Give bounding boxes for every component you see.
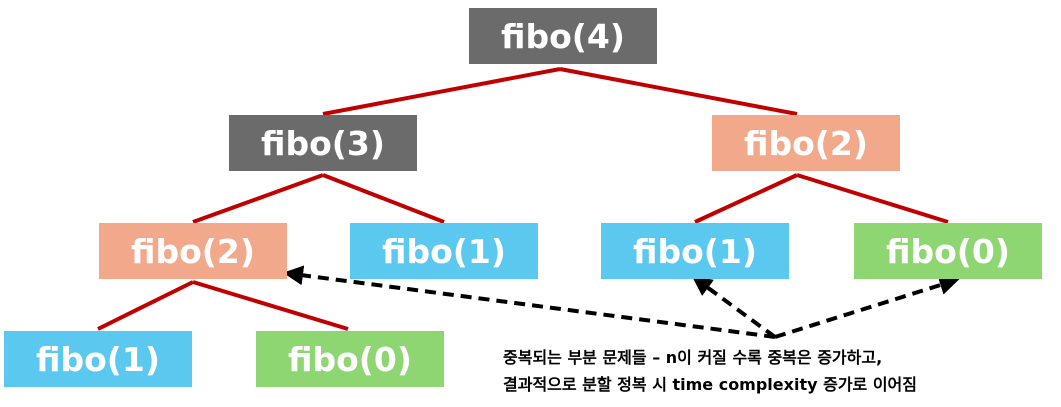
overlap-arrows bbox=[283, 265, 960, 339]
tree-edges bbox=[97, 67, 949, 331]
node-fibo4-root: fibo(4) bbox=[469, 8, 657, 64]
caption-line-1: 중복되는 부분 문제들 – n이 커질 수록 중복은 증가하고, bbox=[503, 348, 883, 367]
arrow-to-fibo2-left bbox=[283, 265, 776, 339]
node-label: fibo(2) bbox=[131, 231, 255, 271]
node-fibo1-right: fibo(1) bbox=[601, 223, 789, 279]
node-label: fibo(0) bbox=[288, 339, 412, 379]
node-fibo2-left: fibo(2) bbox=[99, 223, 287, 279]
arrow-to-fibo1-right bbox=[691, 276, 777, 339]
edge-fibo4-fibo3 bbox=[322, 67, 561, 116]
node-fibo1-mid: fibo(1) bbox=[350, 223, 538, 279]
node-fibo2-right: fibo(2) bbox=[712, 115, 900, 171]
node-fibo0-right: fibo(0) bbox=[854, 223, 1042, 279]
edge-fibo2-left-fibo0-bottom bbox=[192, 280, 349, 331]
edge-fibo2-left-fibo1-bottom bbox=[97, 280, 194, 331]
edge-fibo2-right-fibo1 bbox=[694, 173, 798, 224]
node-label: fibo(1) bbox=[633, 231, 757, 271]
node-fibo0-bottom: fibo(0) bbox=[256, 331, 444, 387]
node-fibo1-bottom: fibo(1) bbox=[4, 331, 192, 387]
node-label: fibo(0) bbox=[886, 231, 1010, 271]
caption-line-2: 결과적으로 분할 정복 시 time complexity 증가로 이어짐 bbox=[503, 375, 917, 394]
edge-fibo2-right-fibo0 bbox=[796, 173, 949, 224]
node-label: fibo(1) bbox=[382, 231, 506, 271]
arrow-to-fibo0-right bbox=[774, 275, 960, 339]
edge-fibo4-fibo2-right bbox=[559, 67, 798, 116]
node-fibo3: fibo(3) bbox=[229, 115, 417, 171]
edge-fibo3-fibo2-left bbox=[192, 173, 324, 224]
edge-fibo3-fibo1-mid bbox=[322, 173, 445, 224]
node-label: fibo(1) bbox=[36, 339, 160, 379]
node-label: fibo(2) bbox=[744, 123, 868, 163]
node-label: fibo(4) bbox=[501, 16, 625, 56]
node-label: fibo(3) bbox=[261, 123, 385, 163]
